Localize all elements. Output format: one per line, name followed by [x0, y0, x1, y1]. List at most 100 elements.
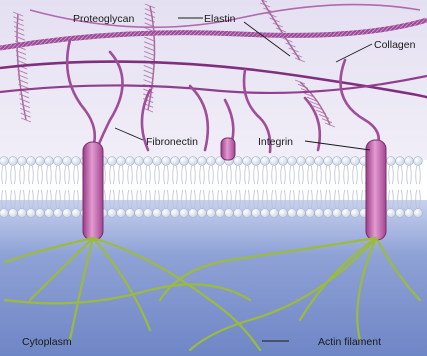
lipid-tail	[182, 190, 183, 208]
lipid-tail	[42, 190, 43, 208]
lipid-tail	[398, 166, 399, 184]
lipid-tail	[263, 166, 264, 184]
lipid-tail	[110, 166, 111, 184]
lipid-tail	[42, 166, 43, 184]
lipid-tail	[65, 166, 66, 184]
lipid-tail	[285, 166, 286, 184]
lipid-tail	[186, 166, 187, 184]
lipid-tail	[407, 166, 408, 184]
lipid-tail	[132, 190, 133, 208]
lipid-tail	[47, 166, 48, 184]
lipid-head	[54, 209, 63, 218]
lipid-tail	[159, 166, 160, 184]
lipid-tail	[339, 166, 340, 184]
integrin-right	[366, 140, 386, 240]
lipid-tail	[110, 190, 111, 208]
lipid-head	[180, 157, 189, 166]
lipid-head	[45, 157, 54, 166]
lipid-tail	[74, 166, 75, 184]
lipid-head	[189, 157, 198, 166]
lipid-tail	[65, 190, 66, 208]
lipid-head	[351, 209, 360, 218]
lipid-tail	[299, 166, 300, 184]
lipid-head	[0, 209, 8, 218]
lipid-tail	[236, 190, 237, 208]
lipid-head	[324, 209, 333, 218]
lipid-tail	[78, 190, 79, 208]
lipid-tail	[339, 190, 340, 208]
lipid-head	[126, 157, 135, 166]
lipid-tail	[393, 190, 394, 208]
lipid-tail	[6, 166, 7, 184]
lipid-head	[72, 209, 81, 218]
lipid-tail	[348, 190, 349, 208]
lipid-tail	[326, 190, 327, 208]
lipid-head	[396, 209, 405, 218]
lipid-tail	[69, 166, 70, 184]
lipid-tail	[119, 166, 120, 184]
lipid-tail	[222, 166, 223, 184]
lipid-head	[396, 157, 405, 166]
lipid-head	[297, 157, 306, 166]
lipid-head	[27, 157, 36, 166]
lipid-tail	[245, 166, 246, 184]
lipid-head	[333, 157, 342, 166]
lipid-tail	[38, 190, 39, 208]
lipid-head	[36, 209, 45, 218]
lipid-tail	[249, 166, 250, 184]
lipid-head	[288, 157, 297, 166]
lipid-tail	[11, 190, 12, 208]
lipid-tail	[209, 166, 210, 184]
lipid-tail	[285, 190, 286, 208]
lipid-tail	[74, 190, 75, 208]
lipid-head	[180, 209, 189, 218]
lipid-tail	[6, 190, 7, 208]
lipid-tail	[24, 190, 25, 208]
lipid-tail	[200, 190, 201, 208]
lipid-tail	[272, 190, 273, 208]
lipid-head	[243, 157, 252, 166]
lipid-tail	[335, 190, 336, 208]
lipid-head	[252, 157, 261, 166]
lipid-tail	[240, 190, 241, 208]
lipid-tail	[231, 190, 232, 208]
lipid-tail	[123, 190, 124, 208]
lipid-tail	[146, 166, 147, 184]
lipid-tail	[231, 166, 232, 184]
lipid-tail	[119, 190, 120, 208]
lipid-tail	[312, 166, 313, 184]
lipid-head	[279, 157, 288, 166]
lipid-head	[288, 209, 297, 218]
lipid-head	[270, 209, 279, 218]
lipid-tail	[254, 190, 255, 208]
lipid-tail	[2, 166, 3, 184]
lipid-tail	[128, 166, 129, 184]
lipid-tail	[227, 166, 228, 184]
lipid-tail	[186, 190, 187, 208]
lipid-tail	[29, 166, 30, 184]
lipid-head	[315, 157, 324, 166]
lipid-head	[342, 157, 351, 166]
lipid-head	[162, 157, 171, 166]
lipid-tail	[276, 166, 277, 184]
lipid-tail	[150, 190, 151, 208]
lipid-head	[9, 157, 18, 166]
lipid-tail	[33, 190, 34, 208]
lipid-head	[342, 209, 351, 218]
lipid-tail	[330, 190, 331, 208]
lipid-tail	[420, 166, 421, 184]
lipid-tail	[303, 190, 304, 208]
label-integrin: Integrin	[258, 136, 293, 148]
lipid-tail	[150, 166, 151, 184]
lipid-head	[18, 209, 27, 218]
lipid-tail	[317, 190, 318, 208]
lipid-head	[63, 209, 72, 218]
lipid-tail	[218, 166, 219, 184]
lipid-tail	[227, 190, 228, 208]
lipid-tail	[308, 190, 309, 208]
lipid-head	[306, 209, 315, 218]
lipid-head	[126, 209, 135, 218]
lipid-tail	[362, 190, 363, 208]
lipid-tail	[263, 190, 264, 208]
